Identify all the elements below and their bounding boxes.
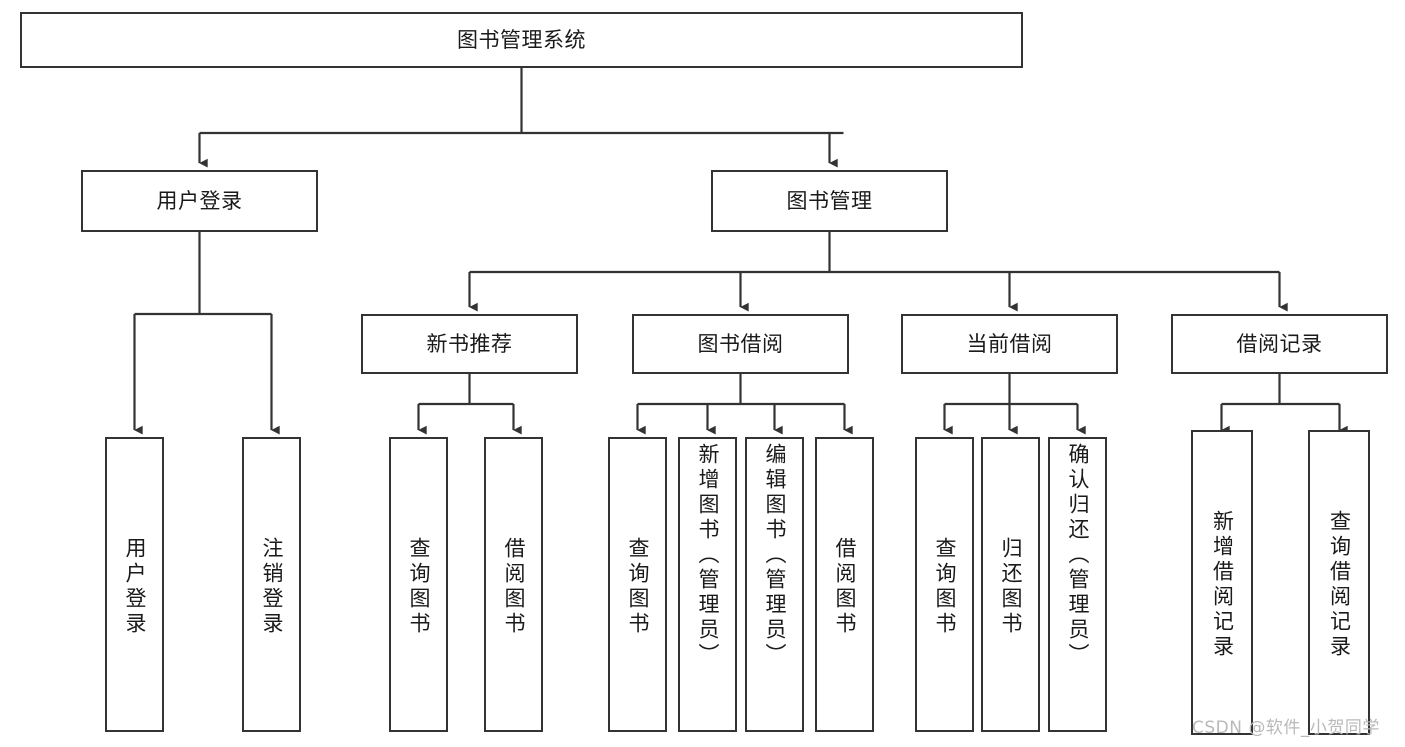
node-leaf-confirm-return-admin[interactable]: 确认归还（管理员） (1048, 437, 1107, 732)
node-borrow-record[interactable]: 借阅记录 (1171, 314, 1388, 374)
node-label: 用户登录 (123, 536, 147, 637)
node-label: 新书推荐 (426, 331, 513, 356)
node-leaf-user-login[interactable]: 用户登录 (105, 437, 164, 732)
node-leaf-borrow-book[interactable]: 借阅图书 (815, 437, 874, 732)
node-label: 查询图书 (933, 536, 957, 637)
node-leaf-borrow-book-recommend[interactable]: 借阅图书 (484, 437, 543, 732)
node-book-management[interactable]: 图书管理 (711, 170, 948, 232)
node-leaf-query-book-recommend[interactable]: 查询图书 (389, 437, 448, 732)
node-leaf-logout[interactable]: 注销登录 (242, 437, 301, 732)
node-label: 注销登录 (260, 536, 284, 637)
node-label: 图书借阅 (697, 331, 784, 356)
node-leaf-add-book-admin[interactable]: 新增图书（管理员） (678, 437, 737, 732)
node-label: 图书管理系统 (457, 27, 586, 52)
node-label: 确认归还（管理员） (1066, 443, 1090, 668)
node-label: 图书管理 (786, 188, 873, 213)
node-label: 查询图书 (407, 536, 431, 637)
node-label: 新增借阅记录 (1210, 509, 1235, 660)
node-new-book-recommend[interactable]: 新书推荐 (361, 314, 578, 374)
node-label: 查询借阅记录 (1327, 509, 1352, 660)
node-label: 编辑图书（管理员） (763, 443, 787, 668)
node-leaf-return-book[interactable]: 归还图书 (981, 437, 1040, 732)
node-label: 归还图书 (999, 536, 1023, 637)
node-label: 借阅记录 (1236, 331, 1323, 356)
node-label: 新增图书（管理员） (696, 443, 720, 668)
node-current-borrow[interactable]: 当前借阅 (901, 314, 1118, 374)
node-leaf-query-book-current[interactable]: 查询图书 (915, 437, 974, 732)
node-root-book-management-system[interactable]: 图书管理系统 (20, 12, 1023, 68)
node-label: 借阅图书 (833, 536, 857, 637)
node-label: 当前借阅 (966, 331, 1053, 356)
node-leaf-query-borrow-record[interactable]: 查询借阅记录 (1308, 430, 1370, 735)
node-book-borrow[interactable]: 图书借阅 (632, 314, 849, 374)
node-leaf-add-borrow-record[interactable]: 新增借阅记录 (1191, 430, 1253, 735)
node-label: 用户登录 (156, 188, 243, 213)
node-leaf-edit-book-admin[interactable]: 编辑图书（管理员） (745, 437, 804, 732)
node-user-login[interactable]: 用户登录 (81, 170, 318, 232)
node-leaf-query-book-borrow[interactable]: 查询图书 (608, 437, 667, 732)
node-label: 查询图书 (626, 536, 650, 637)
node-label: 借阅图书 (502, 536, 526, 637)
